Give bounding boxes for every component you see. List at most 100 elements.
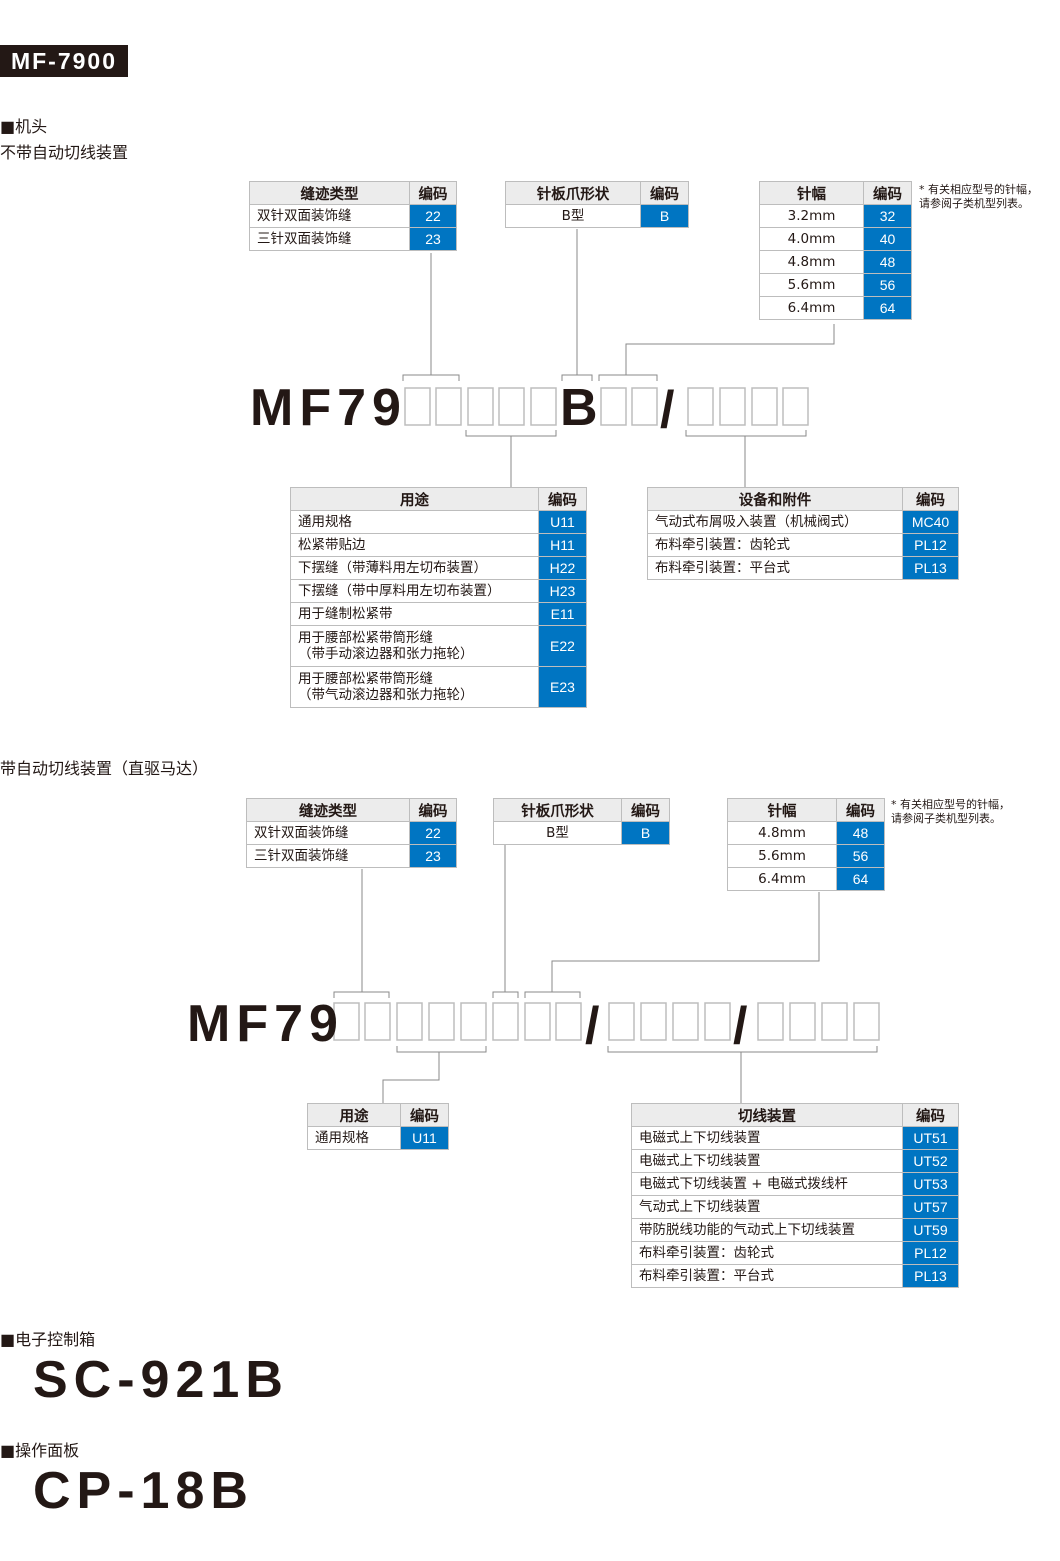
section-no-cutter-label: 不带自动切线装置 xyxy=(0,143,129,162)
code-digit-box xyxy=(631,387,658,426)
code-digit-box xyxy=(687,387,714,426)
code-digit-box xyxy=(640,1002,667,1041)
option-name: 5.6mm xyxy=(727,844,837,868)
code-digit-box xyxy=(704,1002,731,1041)
code-digit-box xyxy=(821,1002,848,1041)
code1-slash: / xyxy=(660,381,675,439)
option-code: 22 xyxy=(409,821,457,845)
connector-line xyxy=(551,892,820,992)
option-name: 下摆缝（带薄料用左切布装置） xyxy=(290,556,539,580)
option-code: 40 xyxy=(863,227,912,251)
option-code: E22 xyxy=(538,625,587,667)
option-name: 4.0mm xyxy=(759,227,864,251)
option-name: 双针双面装饰缝 xyxy=(249,204,410,228)
code-header: 编码 xyxy=(863,181,912,205)
code-header: 编码 xyxy=(621,798,670,822)
connector-line xyxy=(607,1046,878,1053)
option-name: 电磁式上下切线装置 xyxy=(631,1126,903,1150)
option-code: UT53 xyxy=(902,1172,959,1196)
option-name: 布料牵引装置：平台式 xyxy=(647,556,903,580)
option-name: 布料牵引装置：平台式 xyxy=(631,1264,903,1288)
table-row: 用于腰部松紧带筒形缝 （带气动滚边器和张力拖轮）E23 xyxy=(290,666,587,708)
option-name: 用于腰部松紧带筒形缝 （带气动滚边器和张力拖轮） xyxy=(290,666,539,708)
code-header: 编码 xyxy=(902,487,959,511)
option-name: 布料牵引装置：齿轮式 xyxy=(647,533,903,557)
code2-prefix: MF79 xyxy=(187,995,344,1053)
name-header: 用途 xyxy=(290,487,539,511)
option-name: 松紧带贴边 xyxy=(290,533,539,557)
option-name: 电磁式下切线装置 + 电磁式拨线杆 xyxy=(631,1172,903,1196)
option-name: 三针双面装饰缝 xyxy=(246,844,410,868)
section-with-cutter-label: 带自动切线装置（直驱马达） xyxy=(0,759,209,778)
table-row: 下摆缝（带中厚料用左切布装置）H23 xyxy=(290,579,587,603)
option-code: 22 xyxy=(409,204,457,228)
option-name: 3.2mm xyxy=(759,204,864,228)
option-code: B xyxy=(640,204,689,228)
control-box-model: SC-921B xyxy=(33,1351,289,1409)
code-header: 编码 xyxy=(902,1103,959,1127)
option-code: 64 xyxy=(863,296,912,320)
code-digit-box xyxy=(600,387,627,426)
option-code: U11 xyxy=(538,510,587,534)
name-header: 缝迹类型 xyxy=(249,181,410,205)
code1-fixed-b: B xyxy=(560,379,598,437)
code-digit-box xyxy=(498,387,525,426)
option-code: PL12 xyxy=(902,1241,959,1265)
code-digit-box xyxy=(460,1002,487,1041)
option-code: H23 xyxy=(538,579,587,603)
option-code: 48 xyxy=(836,821,885,845)
code-digit-box xyxy=(396,1002,423,1041)
code-digit-box xyxy=(428,1002,455,1041)
model-badge: MF-7900 xyxy=(0,45,128,77)
option-code: 23 xyxy=(409,844,457,868)
option-name: 6.4mm xyxy=(759,296,864,320)
code-header: 编码 xyxy=(836,798,885,822)
option-code: E11 xyxy=(538,602,587,626)
option-code: 32 xyxy=(863,204,912,228)
code-digit-box xyxy=(524,1002,551,1041)
connector-line xyxy=(598,374,658,381)
table-row: 下摆缝（带薄料用左切布装置）H22 xyxy=(290,556,587,580)
code-digit-box xyxy=(757,1002,784,1041)
connector-line xyxy=(524,991,581,998)
option-name: 气动式布屑吸入装置（机械阀式） xyxy=(647,510,903,534)
option-name: 4.8mm xyxy=(727,821,837,845)
code-digit-box xyxy=(789,1002,816,1041)
option-name: 气动式上下切线装置 xyxy=(631,1195,903,1219)
option-name: 带防脱线功能的气动式上下切线装置 xyxy=(631,1218,903,1242)
option-code: 64 xyxy=(836,867,885,891)
option-code: PL12 xyxy=(902,533,959,557)
option-name: 用于腰部松紧带筒形缝 （带手动滚边器和张力拖轮） xyxy=(290,625,539,667)
name-header: 用途 xyxy=(307,1103,401,1127)
option-code: PL13 xyxy=(902,556,959,580)
panel-model: CP-18B xyxy=(33,1462,254,1520)
option-code: MC40 xyxy=(902,510,959,534)
section-head-label: ■机头 xyxy=(0,117,48,136)
connector-line xyxy=(382,1052,440,1103)
code-digit-box xyxy=(853,1002,880,1041)
code-digit-box xyxy=(435,387,462,426)
